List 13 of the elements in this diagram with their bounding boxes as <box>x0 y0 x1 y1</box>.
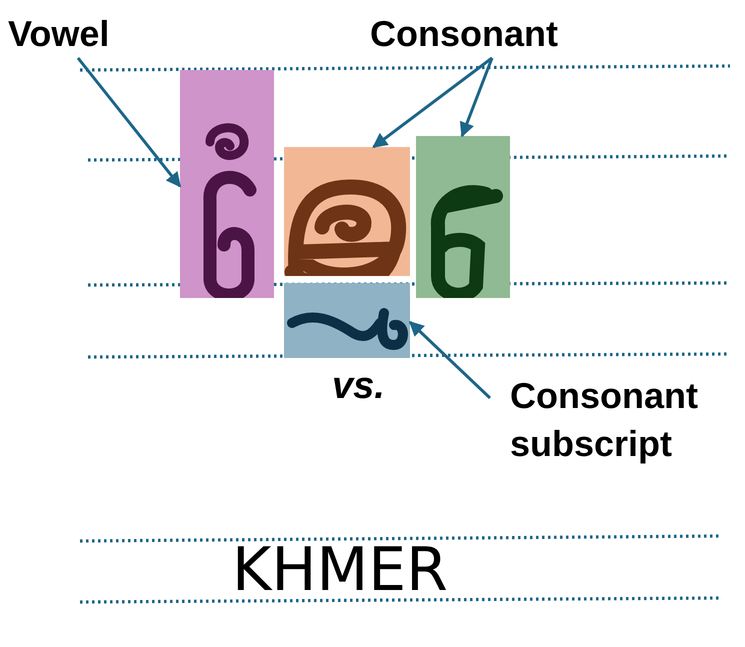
glyph-box <box>284 283 410 358</box>
script-name-label: KHMER <box>232 535 448 605</box>
callout-label: Consonant subscript <box>510 374 699 466</box>
comparison-label: vs. <box>332 365 385 408</box>
glyph-box <box>180 70 274 298</box>
arrow <box>408 320 492 400</box>
arrow <box>76 57 182 188</box>
callout-label: Consonant <box>370 12 559 56</box>
arrow <box>372 56 493 148</box>
glyph-box <box>284 147 410 276</box>
callout-label: Vowel <box>8 12 110 56</box>
glyph-box <box>416 136 510 298</box>
arrow <box>460 57 494 138</box>
